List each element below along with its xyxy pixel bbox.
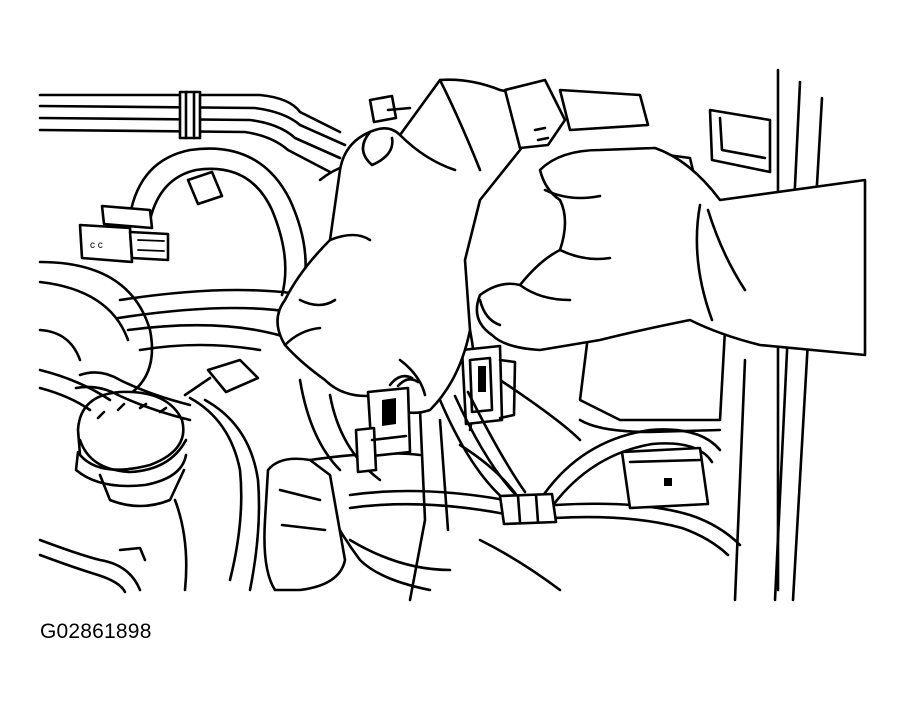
- svg-text:c c: c c: [90, 240, 103, 251]
- right-hand: [477, 80, 865, 355]
- electrical-connector-icon: c c: [80, 206, 168, 262]
- fuel-pump-connector: [462, 346, 515, 424]
- sensor-module: [264, 459, 345, 590]
- wiring-harness: [310, 392, 740, 590]
- fuel-lines: [40, 92, 345, 172]
- connector-in-hand: [356, 376, 418, 472]
- figure-id-label: G02861898: [40, 620, 152, 643]
- coolant-hose: [40, 360, 259, 592]
- hand-illustration: [278, 80, 551, 413]
- hose-loop: [130, 149, 306, 300]
- filler-cap: [76, 392, 186, 506]
- relay-box: [622, 448, 708, 508]
